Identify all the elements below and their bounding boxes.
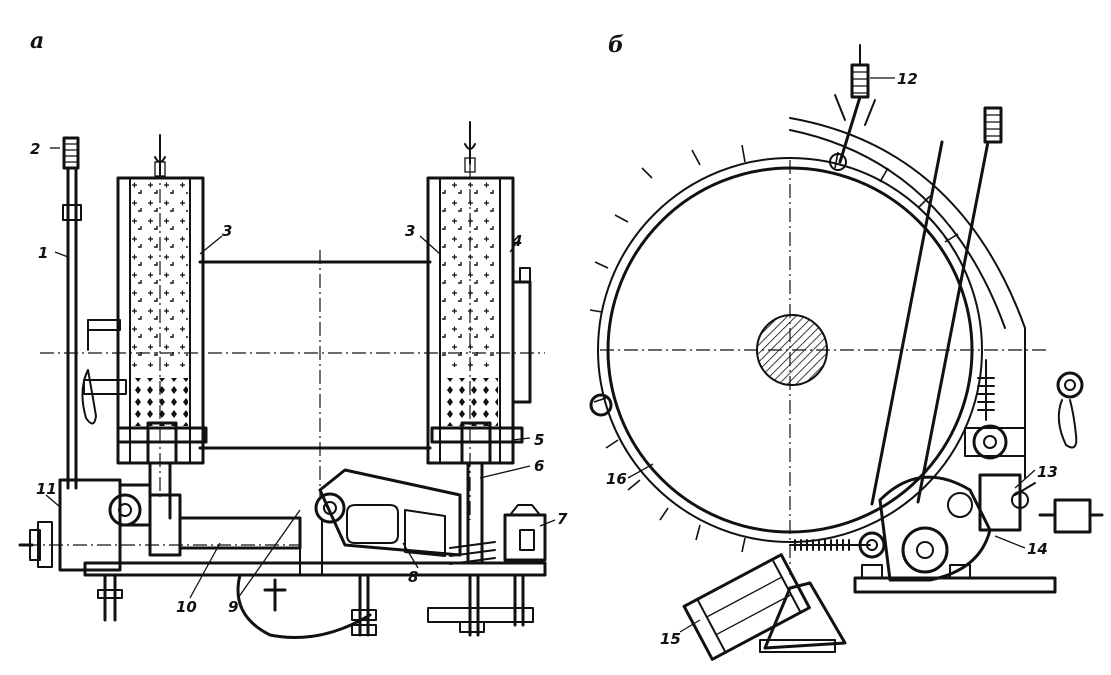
callout-5: 5 — [534, 431, 544, 449]
callout-14: 14 — [1027, 540, 1048, 558]
callout-15: 15 — [660, 630, 681, 648]
callout-10: 10 — [176, 598, 197, 616]
callout-1: 1 — [38, 244, 48, 262]
callout-9: 9 — [228, 598, 238, 616]
callout-13: 13 — [1037, 463, 1058, 481]
callout-6: 6 — [534, 457, 544, 475]
callout-7: 7 — [557, 510, 568, 528]
panel-letter-b: б — [608, 32, 624, 58]
callout-3-right: 3 — [405, 222, 415, 240]
callout-8: 8 — [408, 568, 418, 586]
callout-4: 4 — [511, 232, 522, 250]
callout-11: 11 — [36, 480, 57, 498]
panel-b-drawing — [589, 44, 1104, 661]
callout-2: 2 — [30, 140, 40, 158]
panel-letter-a: а — [30, 28, 44, 54]
callout-3-left: 3 — [222, 222, 232, 240]
callout-12: 12 — [897, 70, 918, 88]
panel-a-drawing — [18, 121, 556, 639]
callout-16: 16 — [606, 470, 627, 488]
